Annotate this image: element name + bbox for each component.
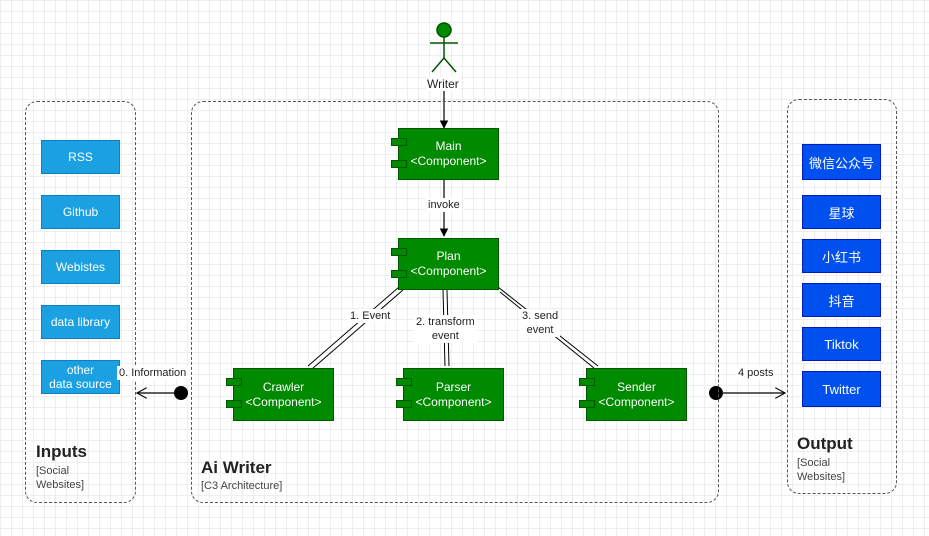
output-twitter[interactable]: Twitter bbox=[802, 371, 881, 407]
component-port bbox=[579, 378, 595, 386]
component-port bbox=[226, 378, 242, 386]
component-name: Parser bbox=[435, 379, 472, 394]
component-stereotype: <Component> bbox=[410, 264, 487, 278]
information-port-dot bbox=[174, 386, 188, 400]
output-douyin[interactable]: 抖音 bbox=[802, 283, 881, 317]
inputs-boundary bbox=[25, 101, 136, 503]
component-name: Crawler bbox=[262, 379, 305, 394]
sender-component[interactable]: Sender <Component> bbox=[579, 368, 687, 421]
edge-label-information: 0. Information bbox=[117, 366, 189, 380]
ai-writer-title: Ai Writer bbox=[201, 458, 272, 477]
main-component[interactable]: Main <Component> bbox=[391, 128, 499, 180]
output-subtitle: [Social Websites] bbox=[797, 457, 846, 483]
inputs-title: Inputs bbox=[36, 442, 87, 461]
ai-writer-subtitle: [C3 Architecture] bbox=[201, 480, 283, 492]
component-port bbox=[391, 270, 407, 278]
ai-writer-boundary bbox=[191, 101, 719, 503]
component-port bbox=[579, 400, 595, 408]
component-stereotype: <Component> bbox=[598, 394, 675, 409]
component-name: Sender bbox=[617, 379, 656, 394]
output-tiktok[interactable]: Tiktok bbox=[802, 327, 881, 361]
input-other-data-source[interactable]: other data source bbox=[41, 360, 120, 394]
component-port bbox=[226, 400, 242, 408]
component-stereotype: <Component> bbox=[245, 394, 322, 409]
input-data-library[interactable]: data library bbox=[41, 305, 120, 339]
component-port bbox=[391, 248, 407, 256]
component-stereotype: <Component> bbox=[410, 154, 487, 168]
plan-component[interactable]: Plan <Component> bbox=[391, 238, 499, 290]
component-port bbox=[391, 138, 407, 146]
component-name: Plan bbox=[436, 249, 461, 263]
edge-plan-crawler bbox=[307, 286, 404, 370]
edge-label-invoke: invoke bbox=[426, 198, 462, 212]
input-github[interactable]: Github bbox=[41, 195, 120, 229]
output-wechat[interactable]: 微信公众号 bbox=[802, 144, 881, 180]
crawler-component[interactable]: Crawler <Component> bbox=[226, 368, 334, 421]
component-port bbox=[396, 378, 412, 386]
edge-label-transform: 2. transform event bbox=[414, 315, 477, 343]
component-port bbox=[396, 400, 412, 408]
inputs-subtitle: [Social Websites] bbox=[36, 465, 85, 491]
writer-actor-icon bbox=[430, 22, 458, 73]
edge-label-event: 1. Event bbox=[348, 309, 393, 323]
input-rss[interactable]: RSS bbox=[41, 140, 120, 174]
input-websites[interactable]: Webistes bbox=[41, 250, 120, 284]
output-title: Output bbox=[797, 434, 853, 453]
edge-label-posts: 4 posts bbox=[736, 366, 776, 380]
output-xingqiu[interactable]: 星球 bbox=[802, 195, 881, 229]
writer-label: Writer bbox=[426, 77, 460, 91]
parser-component[interactable]: Parser <Component> bbox=[396, 368, 504, 421]
output-xiaohongshu[interactable]: 小红书 bbox=[802, 239, 881, 273]
output-boundary bbox=[787, 99, 897, 494]
posts-port-dot bbox=[709, 386, 723, 400]
component-name: Main bbox=[435, 139, 462, 153]
component-port bbox=[391, 160, 407, 168]
component-stereotype: <Component> bbox=[415, 394, 492, 409]
edge-label-send: 3. send event bbox=[520, 309, 561, 337]
